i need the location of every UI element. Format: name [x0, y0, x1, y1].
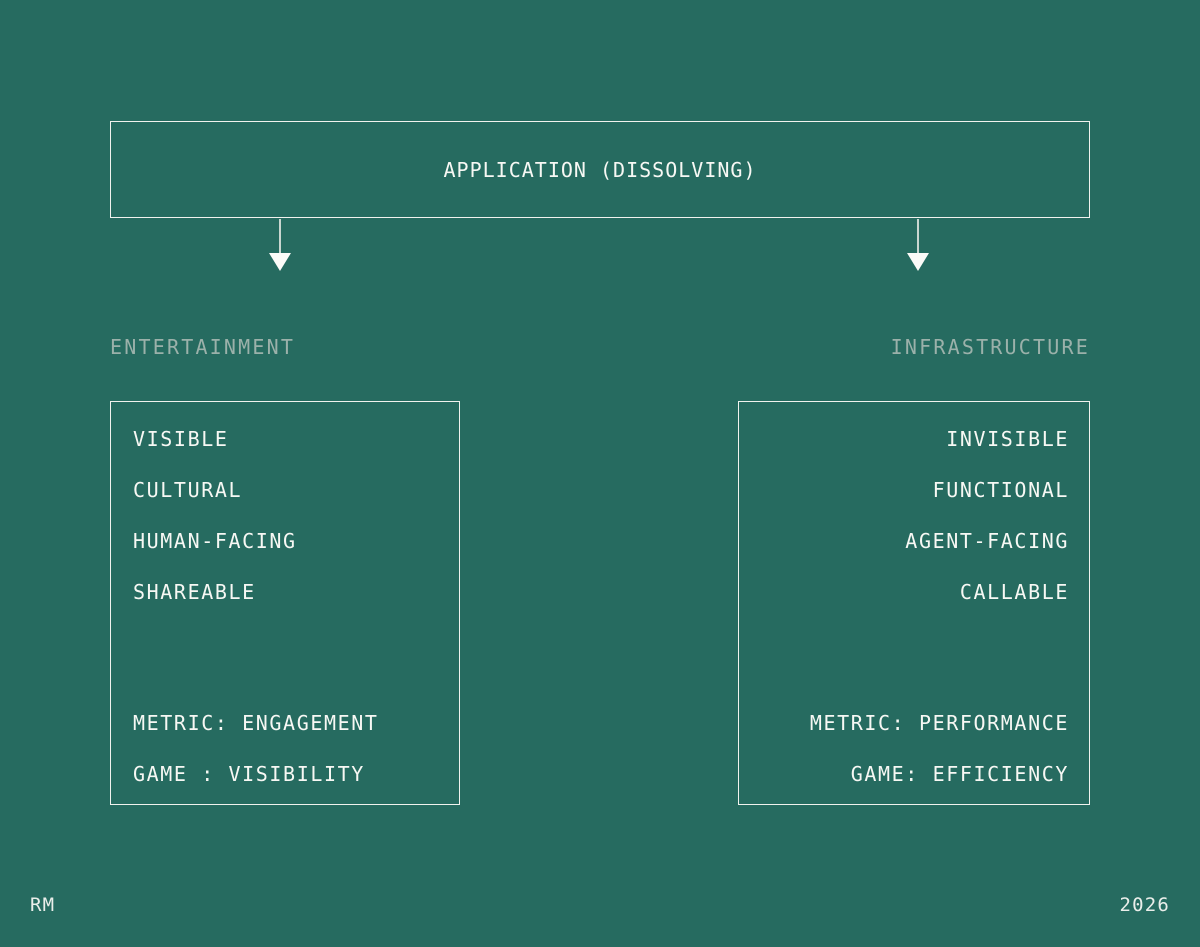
arrow-stem	[279, 219, 281, 253]
entertainment-box: VISIBLE CULTURAL HUMAN-FACING SHAREABLE …	[110, 401, 460, 805]
list-item: VISIBLE	[133, 427, 229, 451]
list-item: CULTURAL	[133, 478, 243, 502]
application-box-title: APPLICATION (DISSOLVING)	[443, 157, 757, 182]
box-spacer	[133, 618, 459, 698]
branch-label-entertainment: ENTERTAINMENT	[110, 335, 296, 359]
metric-line: GAME : VISIBILITY	[133, 762, 365, 786]
arrow-down-left-icon	[269, 219, 291, 271]
metric-line: METRIC: ENGAGEMENT	[133, 711, 379, 735]
footer-year: 2026	[1119, 894, 1170, 916]
list-item: CALLABLE	[959, 580, 1069, 604]
metric-line: METRIC: PERFORMANCE	[809, 711, 1069, 735]
list-item: HUMAN-FACING	[133, 529, 297, 553]
application-box: APPLICATION (DISSOLVING)	[110, 121, 1090, 218]
footer-initials: RM	[30, 894, 56, 916]
list-item: FUNCTIONAL	[932, 478, 1069, 502]
arrow-stem	[917, 219, 919, 253]
box-spacer	[739, 618, 1069, 698]
list-item: AGENT-FACING	[905, 529, 1069, 553]
infrastructure-box: INVISIBLE FUNCTIONAL AGENT-FACING CALLAB…	[738, 401, 1090, 805]
branch-label-infrastructure: INFRASTRUCTURE	[890, 335, 1090, 359]
arrow-head	[907, 253, 929, 271]
arrow-down-right-icon	[907, 219, 929, 271]
list-item: INVISIBLE	[946, 427, 1069, 451]
metric-line: GAME: EFFICIENCY	[850, 762, 1069, 786]
list-item: SHAREABLE	[133, 580, 256, 604]
arrow-head	[269, 253, 291, 271]
